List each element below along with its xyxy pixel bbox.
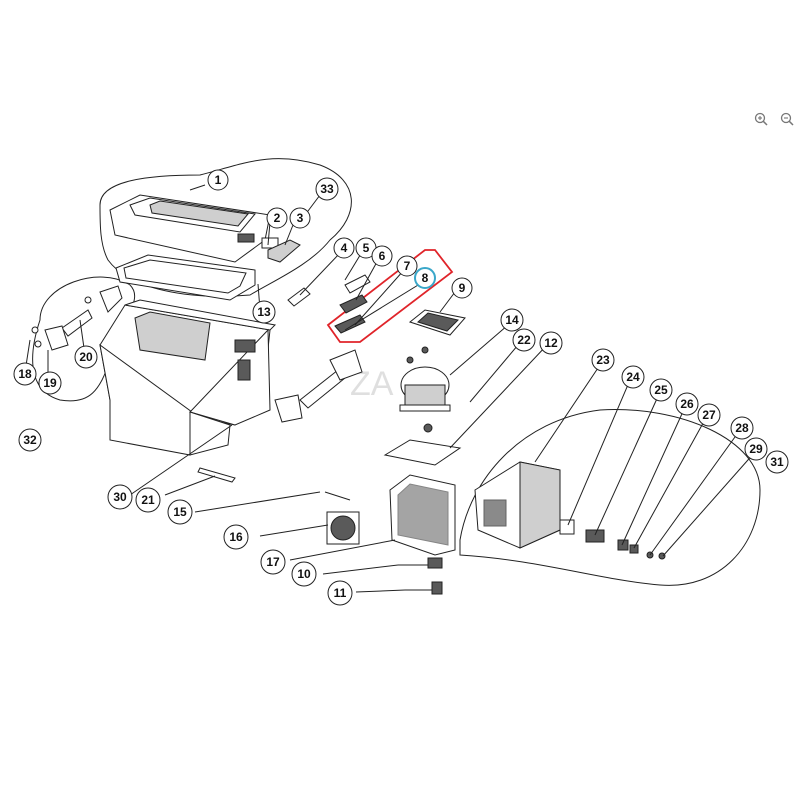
fan-part xyxy=(326,511,360,545)
callout-20: 20 xyxy=(74,345,98,369)
svg-text:30: 30 xyxy=(113,490,127,504)
svg-text:6: 6 xyxy=(379,249,386,263)
panel-group-outline xyxy=(459,409,761,586)
zoom-in-button[interactable] xyxy=(752,110,772,130)
svg-text:3: 3 xyxy=(297,211,304,225)
svg-text:11: 11 xyxy=(334,586,347,600)
callout-12: 12 xyxy=(539,331,563,355)
callout-26: 26 xyxy=(675,392,699,416)
callout-10: 10 xyxy=(291,561,317,587)
hinge-parts xyxy=(274,349,363,423)
svg-text:31: 31 xyxy=(770,455,784,469)
callout-17: 17 xyxy=(260,549,286,575)
part-8-highlight-outline xyxy=(326,249,454,343)
svg-text:23: 23 xyxy=(596,353,610,367)
callout-6: 6 xyxy=(371,245,393,267)
handle-parts xyxy=(31,285,123,351)
callout-15: 15 xyxy=(167,499,193,525)
callout-4: 4 xyxy=(333,237,355,259)
svg-text:5: 5 xyxy=(363,241,370,255)
callout-11: 11 xyxy=(327,580,353,606)
callout-7: 7 xyxy=(396,255,418,277)
callout-31: 31 xyxy=(765,450,789,474)
cabinet-body xyxy=(99,299,277,456)
compressor-part xyxy=(399,346,451,412)
svg-text:22: 22 xyxy=(517,333,531,347)
svg-text:27: 27 xyxy=(702,408,716,422)
svg-text:15: 15 xyxy=(173,505,187,519)
svg-text:21: 21 xyxy=(141,493,155,507)
callout-23: 23 xyxy=(591,348,615,372)
svg-text:2: 2 xyxy=(274,211,281,225)
switch-parts xyxy=(287,274,371,334)
callout-21: 21 xyxy=(135,487,161,513)
zoom-out-button[interactable] xyxy=(778,110,798,130)
svg-text:10: 10 xyxy=(297,567,311,581)
base-plate-part xyxy=(383,423,462,466)
cable-parts xyxy=(398,557,443,595)
callout-25: 25 xyxy=(649,378,673,402)
callout-9: 9 xyxy=(451,277,473,299)
callout-33: 33 xyxy=(315,177,339,201)
svg-text:4: 4 xyxy=(341,241,348,255)
callout-29: 29 xyxy=(744,437,768,461)
svg-text:29: 29 xyxy=(749,442,763,456)
bar-part xyxy=(197,467,236,483)
svg-text:13: 13 xyxy=(257,305,271,319)
svg-text:12: 12 xyxy=(544,336,558,350)
callout-18: 18 xyxy=(13,362,37,386)
rod-part xyxy=(324,491,351,501)
seal-part xyxy=(115,254,256,301)
callout-8: 8 xyxy=(414,267,436,289)
svg-text:25: 25 xyxy=(654,383,668,397)
svg-text:26: 26 xyxy=(680,397,694,411)
callout-2: 2 xyxy=(266,207,288,229)
callout-19: 19 xyxy=(38,371,62,395)
svg-text:16: 16 xyxy=(229,530,243,544)
callout-22: 22 xyxy=(512,328,536,352)
svg-text:24: 24 xyxy=(626,370,640,384)
callout-14: 14 xyxy=(500,308,524,332)
svg-text:1: 1 xyxy=(215,173,222,187)
callout-30: 30 xyxy=(107,484,133,510)
pcb-part xyxy=(408,309,466,336)
svg-text:19: 19 xyxy=(43,376,57,390)
lid-part xyxy=(109,194,271,263)
panel-small-parts xyxy=(559,519,666,560)
svg-text:8: 8 xyxy=(422,271,429,285)
svg-text:20: 20 xyxy=(79,350,93,364)
svg-text:17: 17 xyxy=(266,555,280,569)
condenser-part xyxy=(389,474,456,556)
callout-1: 1 xyxy=(207,169,229,191)
svg-text:14: 14 xyxy=(505,313,519,327)
panel-housing-part xyxy=(474,461,561,549)
svg-text:7: 7 xyxy=(404,259,411,273)
callout-16: 16 xyxy=(223,524,249,550)
callout-32: 32 xyxy=(18,428,42,452)
svg-text:28: 28 xyxy=(735,421,749,435)
svg-text:18: 18 xyxy=(18,367,32,381)
callout-24: 24 xyxy=(621,365,645,389)
callout-27: 27 xyxy=(697,403,721,427)
latch-parts xyxy=(261,237,301,263)
svg-text:9: 9 xyxy=(459,281,466,295)
svg-text:33: 33 xyxy=(320,182,334,196)
callout-3: 3 xyxy=(289,207,311,229)
leader-lines xyxy=(24,184,756,593)
zoom-in-icon xyxy=(754,112,768,126)
callout-13: 13 xyxy=(252,300,276,324)
svg-text:32: 32 xyxy=(23,433,37,447)
zoom-out-icon xyxy=(780,112,794,126)
callout-28: 28 xyxy=(730,416,754,440)
